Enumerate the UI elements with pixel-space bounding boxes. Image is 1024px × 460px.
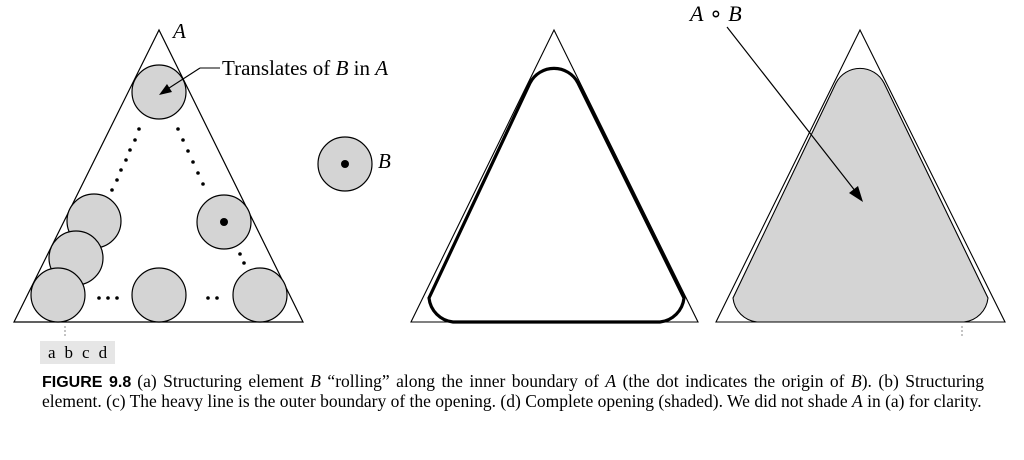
disk-translate-bottom-left (30, 267, 86, 323)
panel-label-c: c (82, 343, 90, 362)
label-A-panel-a: A (171, 19, 186, 43)
opening-arrowhead (849, 186, 863, 202)
panel-label-a: a (48, 343, 56, 362)
triangle-A-panel-c (410, 28, 699, 323)
dotted-path-bottom-left (97, 296, 119, 300)
panel-label-d: d (98, 343, 108, 362)
translates-arrow-line (165, 67, 201, 91)
panel-d: A ∘ B (688, 1, 1006, 323)
opening-boundary (427, 66, 686, 324)
figure-9-8: A Translates of B in A B A ∘ B (13, 1, 1006, 338)
figure-number: FIGURE 9.8 (42, 374, 132, 391)
origin-dot-right (220, 218, 228, 226)
figure-caption: FIGURE 9.8(a) Structuring element B “rol… (42, 371, 985, 411)
dotted-path-left (110, 127, 141, 192)
label-B-panel-b: B (378, 149, 391, 173)
translates-arrowhead (159, 84, 172, 95)
disk-translate-bottom-right (232, 267, 288, 323)
disk-translate-bottom-mid (131, 267, 187, 323)
disk-translate-top (131, 64, 187, 120)
panel-b: B (317, 136, 391, 192)
origin-dot-B (341, 160, 349, 168)
panel-a: A Translates of B in A (13, 19, 388, 323)
label-translates: Translates of B in A (222, 56, 388, 80)
panel-label-b: b (64, 343, 74, 362)
panel-c (410, 28, 699, 324)
dotted-path-right (176, 127, 246, 265)
opening-arrow-line (726, 26, 857, 193)
dotted-path-bottom-right (206, 296, 219, 300)
label-opening: A ∘ B (688, 1, 742, 26)
